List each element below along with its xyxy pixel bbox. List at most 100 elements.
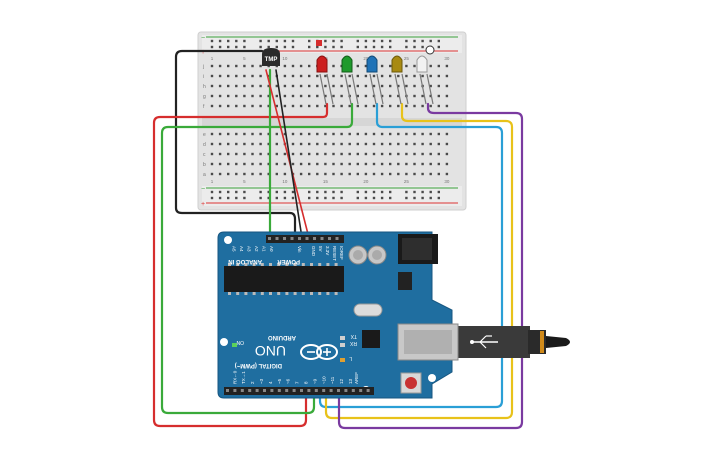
header-pin[interactable]: [300, 389, 303, 392]
rail-hole: [275, 39, 278, 43]
rail-hole: [235, 39, 238, 43]
breadboard-hole: [275, 104, 278, 108]
chip-pin: [318, 292, 322, 295]
rail-hole: [429, 39, 432, 43]
header-pin[interactable]: [329, 389, 333, 392]
header-pin[interactable]: [226, 389, 229, 392]
digital-pin-label: 13: [348, 378, 353, 384]
digital-pin-label: ~6: [286, 378, 291, 384]
rail-hole: [413, 39, 416, 43]
header-pin[interactable]: [290, 237, 294, 240]
rail-hole: [283, 45, 287, 49]
breadboard-hole: [251, 64, 254, 68]
header-pin[interactable]: [366, 389, 370, 392]
wire-green-led[interactable]: [160, 102, 354, 415]
breadboard-hole: [405, 132, 408, 136]
header-pin[interactable]: [268, 237, 271, 240]
wire-yellow-led[interactable]: [324, 102, 514, 420]
mount-hole: [428, 374, 436, 382]
breadboard-hole: [324, 152, 327, 156]
header-pin[interactable]: [255, 389, 259, 392]
rail-hole: [308, 196, 311, 200]
breadboard-hole: [372, 172, 376, 176]
header-pin[interactable]: [240, 389, 244, 392]
header-pin[interactable]: [313, 237, 316, 240]
breadboard-hole: [291, 74, 295, 78]
breadboard-hole: [218, 84, 222, 88]
header-pin[interactable]: [314, 389, 318, 392]
header-pin[interactable]: [275, 237, 279, 240]
header-pin[interactable]: [285, 389, 289, 392]
power-header[interactable]: [266, 235, 344, 243]
header-pin[interactable]: [320, 237, 324, 240]
breadboard-hole: [299, 64, 303, 68]
column-number: 30: [444, 179, 450, 184]
breadboard-hole: [340, 132, 343, 136]
sensor-label: TMP: [265, 57, 278, 63]
led-green[interactable]: [341, 55, 359, 105]
rail-hole: [332, 39, 335, 43]
header-pin[interactable]: [283, 237, 286, 240]
header-pin[interactable]: [351, 389, 355, 392]
header-pin[interactable]: [298, 237, 301, 240]
wire-red-led[interactable]: [152, 102, 329, 428]
breadboard[interactable]: jihgfedcba115510101515202025253030 + − +…: [197, 31, 467, 211]
breadboard-hole: [299, 74, 303, 78]
led-red[interactable]: [316, 55, 334, 105]
led-blue[interactable]: [366, 55, 384, 105]
rail-hole: [227, 190, 230, 194]
temperature-sensor[interactable]: TMP: [262, 48, 280, 66]
rail-hole: [405, 45, 408, 49]
rail-hole: [210, 45, 214, 49]
rail-hole: [308, 45, 311, 49]
breadboard-hole: [437, 132, 440, 136]
header-pin[interactable]: [337, 389, 340, 392]
digital-header[interactable]: [224, 387, 374, 395]
header-pin[interactable]: [305, 237, 309, 240]
row-letter: b: [203, 162, 206, 168]
breadboard-hole: [299, 142, 303, 146]
breadboard-hole: [397, 74, 400, 78]
rail-hole: [380, 45, 384, 49]
header-pin[interactable]: [263, 389, 266, 392]
breadboard-hole: [283, 152, 287, 156]
header-pin[interactable]: [307, 389, 311, 392]
usb-chip: [362, 330, 380, 348]
header-pin[interactable]: [322, 389, 326, 392]
header-pin[interactable]: [292, 389, 296, 392]
wire-black-sensor[interactable]: [275, 69, 303, 239]
breadboard-hole: [259, 64, 262, 68]
piezo-icon[interactable]: [425, 45, 435, 55]
arduino-uno-board[interactable]: ARDUINO UNO POWER ANALOG IN DIGITAL (PWM…: [217, 231, 459, 399]
chip-pin: [293, 292, 297, 295]
breadboard-hole: [267, 152, 270, 156]
wire-red-5v[interactable]: [265, 69, 310, 239]
chip-pin: [318, 263, 322, 266]
breadboard-hole: [413, 132, 416, 136]
header-pin[interactable]: [270, 389, 274, 392]
header-pin[interactable]: [335, 237, 339, 240]
rail-hole: [243, 39, 246, 43]
header-pin[interactable]: [359, 389, 363, 392]
rail-hole: [356, 39, 359, 43]
header-pin[interactable]: [328, 237, 331, 240]
header-pin[interactable]: [233, 389, 237, 392]
breadboard-hole: [316, 152, 319, 156]
digital-label: DIGITAL (PWM~): [235, 362, 282, 368]
wire-black-gnd[interactable]: [174, 49, 297, 240]
on-led: [232, 343, 237, 347]
wire-blue-led[interactable]: [318, 102, 504, 409]
header-pin[interactable]: [277, 389, 281, 392]
chip-pin: [334, 263, 338, 266]
led-yellow[interactable]: [391, 55, 409, 105]
breadboard-hole: [259, 104, 262, 108]
header-pin[interactable]: [344, 389, 348, 392]
rail-hole: [372, 39, 376, 43]
usb-cable[interactable]: [458, 326, 570, 358]
header-pin[interactable]: [248, 389, 252, 392]
breadboard-hole: [218, 172, 222, 176]
breadboard-hole: [308, 104, 311, 108]
led-white[interactable]: [416, 55, 434, 105]
digital-pin-label: ~5: [277, 378, 282, 384]
wire-purple-led[interactable]: [337, 102, 524, 430]
